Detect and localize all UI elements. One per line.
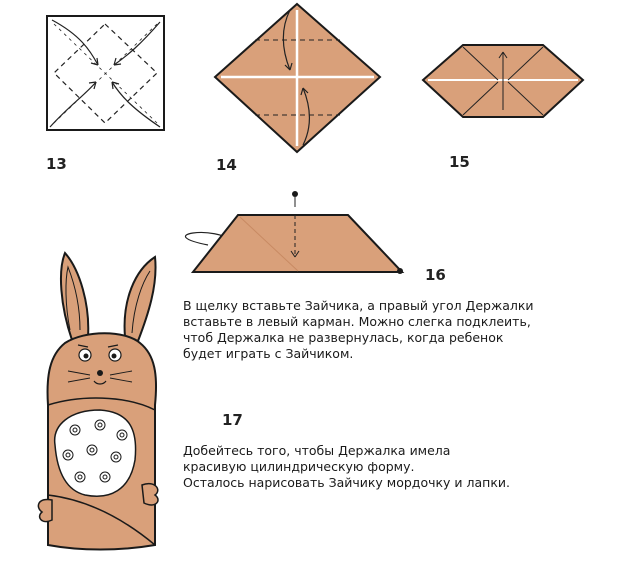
step-13-figure xyxy=(46,15,165,131)
caption-line: вставьте в левый карман. Можно слегка по… xyxy=(183,314,531,329)
caption-line: Осталось нарисовать Зайчику мордочку и л… xyxy=(183,475,510,490)
step-number-17: 17 xyxy=(222,411,243,429)
step-15-figure xyxy=(421,44,585,118)
step-17-caption: Добейтесь того, чтобы Держалка имела кра… xyxy=(183,443,510,491)
step-17-figure xyxy=(37,251,159,551)
step-number-16: 16 xyxy=(425,266,446,284)
caption-line: Добейтесь того, чтобы Держалка имела xyxy=(183,443,451,458)
step-number-15: 15 xyxy=(449,153,470,171)
caption-line: чтоб Держалка не развернулась, когда реб… xyxy=(183,330,504,345)
step-16-figure xyxy=(184,191,405,274)
step-16-caption: В щелку вставьте Зайчика, а правый угол … xyxy=(183,298,534,362)
caption-line: В щелку вставьте Зайчика, а правый угол … xyxy=(183,298,534,313)
step-number-14: 14 xyxy=(216,156,237,174)
caption-line: красивую цилиндрическую форму. xyxy=(183,459,415,474)
step-number-13: 13 xyxy=(46,155,67,173)
caption-line: будет играть с Зайчиком. xyxy=(183,346,354,361)
step-14-figure xyxy=(213,2,382,154)
